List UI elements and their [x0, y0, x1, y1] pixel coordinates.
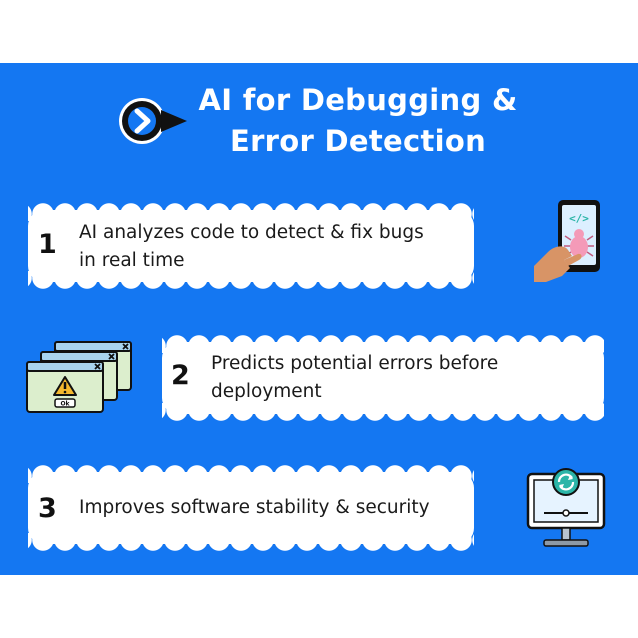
- list-item-2: [162, 335, 604, 421]
- title-line-1: AI for Debugging &: [198, 83, 518, 117]
- monitor-sync-icon: [526, 468, 606, 547]
- item-number-1: 1: [38, 229, 57, 260]
- item-number-3: 3: [38, 493, 57, 524]
- item-text-2: Predicts potential errors before deploym…: [211, 353, 499, 402]
- error-windows-icon: Ok: [26, 341, 132, 413]
- title-line-2: Error Detection: [229, 124, 487, 158]
- item-text-3: Improves software stability & security: [79, 497, 430, 518]
- item-text-1: AI analyzes code to detect & fix bugs in…: [79, 222, 424, 271]
- chevron-right-icon: [119, 98, 187, 144]
- ok-button-label: Ok: [60, 401, 70, 408]
- item-number-2: 2: [171, 360, 190, 391]
- list-item-1: [28, 203, 474, 289]
- list-item-3: [28, 465, 474, 551]
- phone-bug-icon: </>: [534, 200, 600, 282]
- code-tag-icon-label: </>: [569, 212, 589, 225]
- page-title: AI for Debugging & Error Detection: [190, 80, 526, 162]
